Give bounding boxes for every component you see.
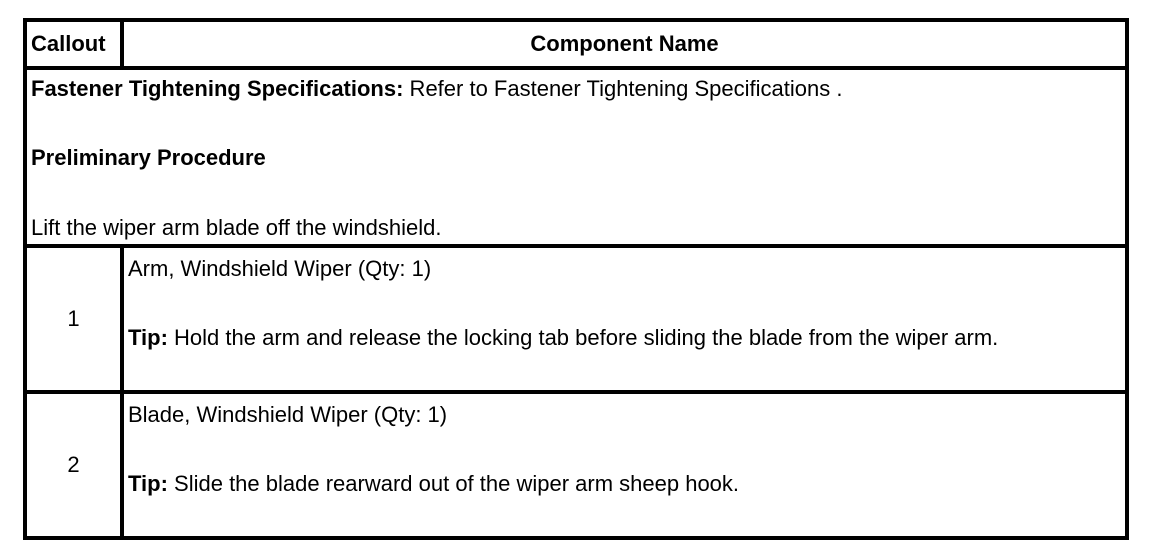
table-row: 1 Arm, Windshield Wiper (Qty: 1) Tip: Ho… <box>23 244 1129 394</box>
preliminary-cell: Fastener Tightening Specifications: Refe… <box>23 66 1129 248</box>
tip-label: Tip: <box>128 471 168 497</box>
tip-text: Hold the arm and release the locking tab… <box>167 325 999 351</box>
component-name: Blade, Windshield Wiper (Qty: 1) <box>128 402 448 427</box>
tip-text: Slide the blade rearward out of the wipe… <box>167 471 740 497</box>
callout-number: 1 <box>23 244 124 394</box>
callout-number: 2 <box>23 390 124 540</box>
procedure-text: Lift the wiper arm blade off the windshi… <box>31 214 442 240</box>
component-name-column-header: Component Name <box>120 18 1129 70</box>
table-row: 2 Blade, Windshield Wiper (Qty: 1) Tip: … <box>23 390 1129 540</box>
callout-column-header: Callout <box>23 18 124 70</box>
tip-label: Tip: <box>128 325 168 351</box>
tip-line: Tip: Slide the blade rearward out of the… <box>128 471 1125 496</box>
component-cell: Arm, Windshield Wiper (Qty: 1) Tip: Hold… <box>120 244 1129 394</box>
preliminary-row: Fastener Tightening Specifications: Refe… <box>23 66 1129 248</box>
tip-line: Tip: Hold the arm and release the lockin… <box>128 325 1125 350</box>
header-row: Callout Component Name <box>23 18 1129 70</box>
fastener-spec-line: Fastener Tightening Specifications: Refe… <box>31 76 1125 101</box>
fastener-spec-text: Refer to Fastener Tightening Specificati… <box>403 76 843 101</box>
component-name: Arm, Windshield Wiper (Qty: 1) <box>128 256 432 281</box>
procedure-heading: Preliminary Procedure <box>31 145 266 171</box>
fastener-spec-label: Fastener Tightening Specifications: <box>31 76 404 101</box>
component-cell: Blade, Windshield Wiper (Qty: 1) Tip: Sl… <box>120 390 1129 540</box>
component-table: Callout Component Name Fastener Tighteni… <box>23 18 1129 540</box>
